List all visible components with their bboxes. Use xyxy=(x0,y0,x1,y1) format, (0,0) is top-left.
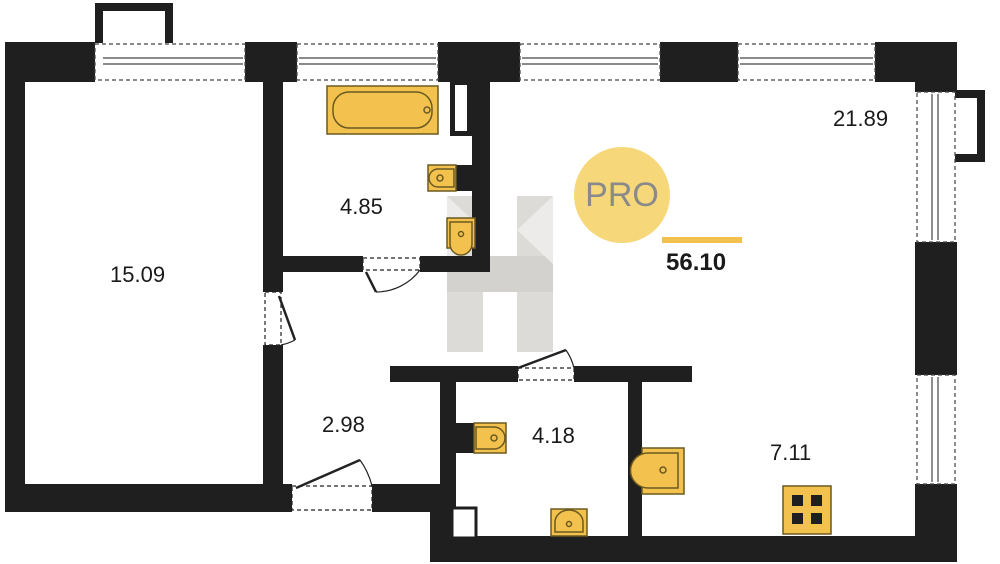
window-icon xyxy=(916,91,956,243)
walls xyxy=(5,3,985,562)
total-area-underline xyxy=(662,237,742,243)
window-icon xyxy=(916,374,956,485)
room-area-bathroom: 4.85 xyxy=(340,194,383,219)
bathtub-icon xyxy=(326,85,439,135)
pro-badge: PRO xyxy=(574,147,670,243)
sink-icon xyxy=(446,217,476,256)
pro-badge-text: PRO xyxy=(585,175,659,214)
door-icon xyxy=(291,458,373,511)
doors xyxy=(264,257,575,511)
window-icon xyxy=(519,43,661,81)
windows xyxy=(94,43,956,485)
sink-icon xyxy=(629,447,685,495)
total-area-label: 56.10 xyxy=(666,249,727,276)
door-icon xyxy=(362,257,421,293)
room-area-toilet: 4.18 xyxy=(532,423,575,448)
toilet-icon xyxy=(427,164,472,192)
door-icon xyxy=(264,291,297,346)
room-area-living-room: 21.89 xyxy=(833,106,889,131)
room-area-bedroom: 15.09 xyxy=(110,262,166,287)
room-area-kitchen: 7.11 xyxy=(770,440,812,465)
sink-icon xyxy=(550,508,588,537)
stove-icon xyxy=(782,485,832,535)
window-icon xyxy=(296,43,439,81)
toilet-icon xyxy=(456,422,507,454)
room-area-hallway: 2.98 xyxy=(322,412,365,437)
window-icon xyxy=(737,43,876,81)
fixtures xyxy=(326,85,832,537)
door-icon xyxy=(517,348,575,381)
window-icon xyxy=(94,43,246,81)
